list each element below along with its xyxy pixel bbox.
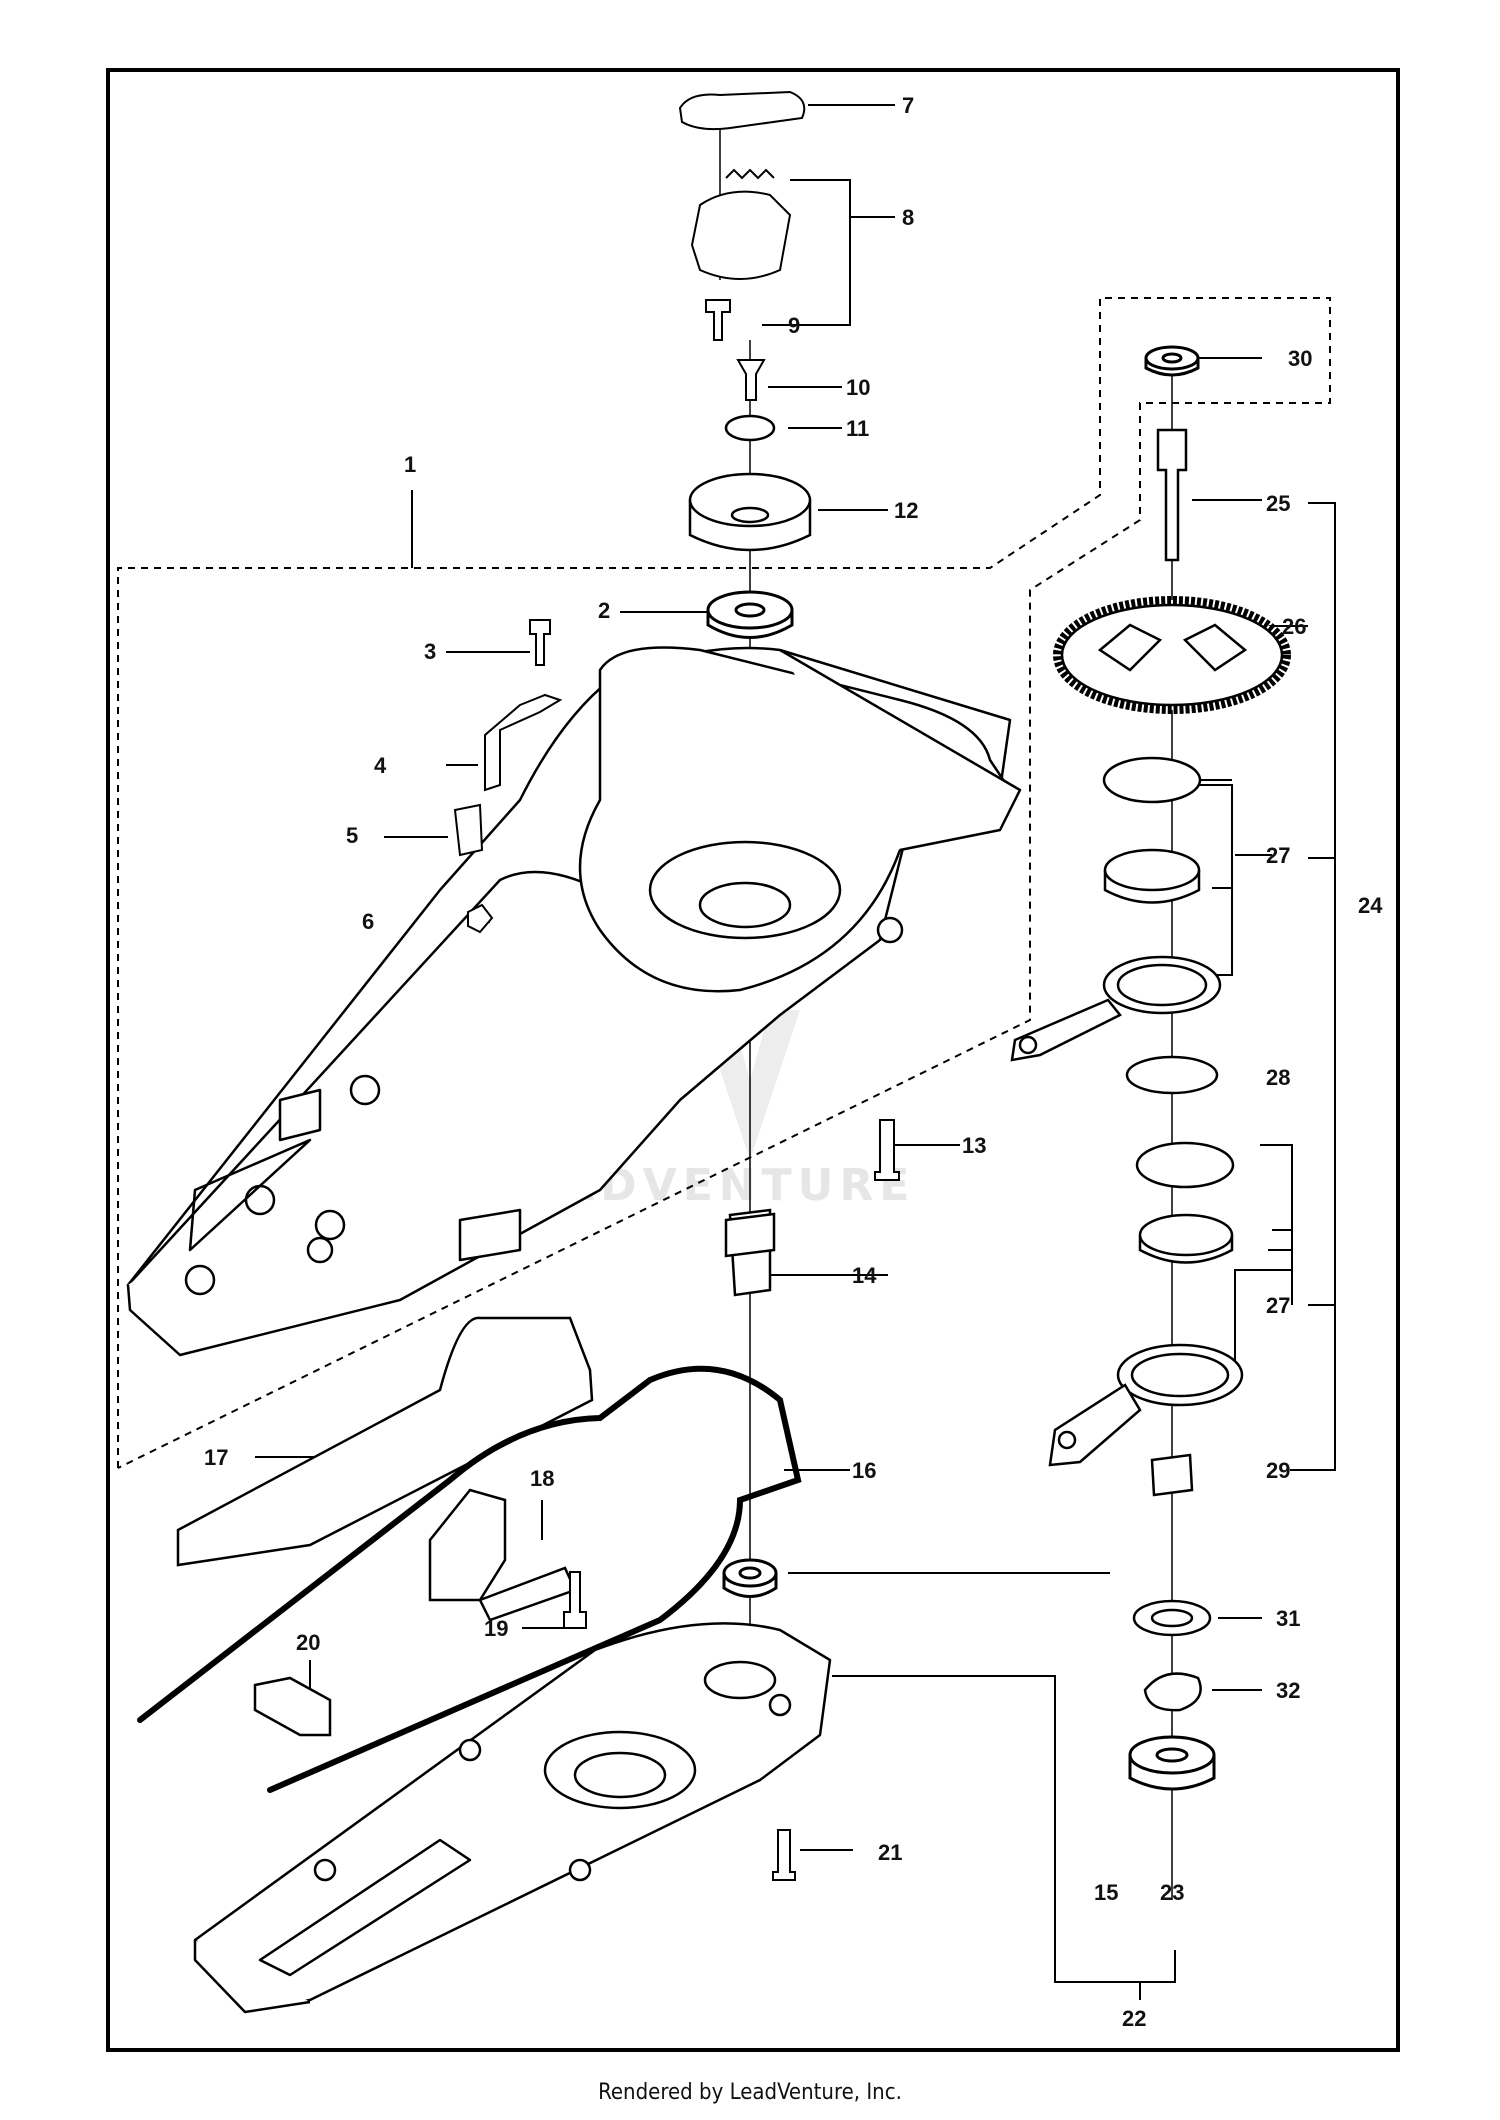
washer-27a [1102,756,1202,804]
callout-13: 13 [962,1133,986,1158]
callout-3: 3 [424,639,436,664]
callout-27a: 27 [1266,843,1290,868]
shaft-25 [1156,428,1188,562]
needle-bearing-27a [1103,848,1201,904]
callout-26: 26 [1282,614,1306,639]
footer-credit: Rendered by LeadVenture, Inc. [598,2080,902,2105]
callout-2: 2 [598,598,610,623]
callout-31: 31 [1276,1606,1300,1631]
nut-29 [1150,1453,1194,1497]
callout-8: 8 [902,205,914,230]
screw-10 [736,359,766,401]
plate-17 [176,1316,594,1567]
screw-9 [705,299,731,341]
callouts: 1 2 3 4 5 6 7 8 9 10 11 12 13 14 15 16 1… [204,93,1383,2031]
crank-rod-27a [1010,955,1222,1062]
lever-block-8 [690,190,792,280]
callout-28: 28 [1266,1065,1290,1090]
diagram-frame [106,68,1400,2052]
clip-20 [253,1676,332,1737]
callout-32: 32 [1276,1678,1300,1703]
callout-7: 7 [902,93,914,118]
callout-30: 30 [1288,346,1312,371]
callout-27b: 27 [1266,1293,1290,1318]
callout-19: 19 [484,1616,508,1641]
callout-14: 14 [852,1263,877,1288]
callout-1: 1 [404,452,416,477]
washer-28 [1125,1055,1219,1095]
bushing-30 [1144,345,1200,377]
screw-13 [874,1119,900,1181]
callout-24: 24 [1358,893,1383,918]
bracket-4 [484,693,563,792]
callout-29: 29 [1266,1458,1290,1483]
bearing-23 [1128,1735,1216,1791]
callout-15: 15 [1094,1880,1118,1905]
washer-31 [1132,1599,1212,1637]
bearing-2 [706,590,794,639]
callout-18: 18 [530,1466,554,1491]
callout-16: 16 [852,1458,876,1483]
gear-cover-22 [193,1622,832,2014]
washer-27b [1135,1141,1235,1189]
callout-9: 9 [788,313,800,338]
gear-26 [1053,596,1291,714]
screw-3 [529,619,551,666]
callout-17: 17 [204,1445,228,1470]
spring-8 [725,168,775,180]
callout-20: 20 [296,1630,320,1655]
callout-23: 23 [1160,1880,1184,1905]
clip-5 [453,803,484,857]
needle-bearing-27b [1138,1213,1234,1264]
bearing-15 [722,1558,778,1598]
cam-32 [1143,1672,1202,1712]
callout-25: 25 [1266,491,1290,516]
pinion-14 [724,1208,776,1297]
gear-housing-1 [126,646,1022,1357]
callout-5: 5 [346,823,358,848]
callout-12: 12 [894,498,918,523]
screw-19 [563,1571,587,1629]
callout-22: 22 [1122,2006,1146,2031]
callout-10: 10 [846,375,870,400]
plug-6 [467,903,494,934]
bracket-18 [428,1488,507,1602]
gasket-16 [137,1365,802,1793]
callout-6: 6 [362,909,374,934]
plate-7 [678,90,806,131]
group-boundary-1 [117,297,1331,1469]
callout-4: 4 [374,753,387,778]
crank-rod-27b [1048,1343,1244,1467]
callout-21: 21 [878,1840,902,1865]
callout-11: 11 [846,416,869,441]
cup-12 [688,472,812,552]
screw-21 [772,1829,796,1881]
seal-11 [724,414,776,442]
